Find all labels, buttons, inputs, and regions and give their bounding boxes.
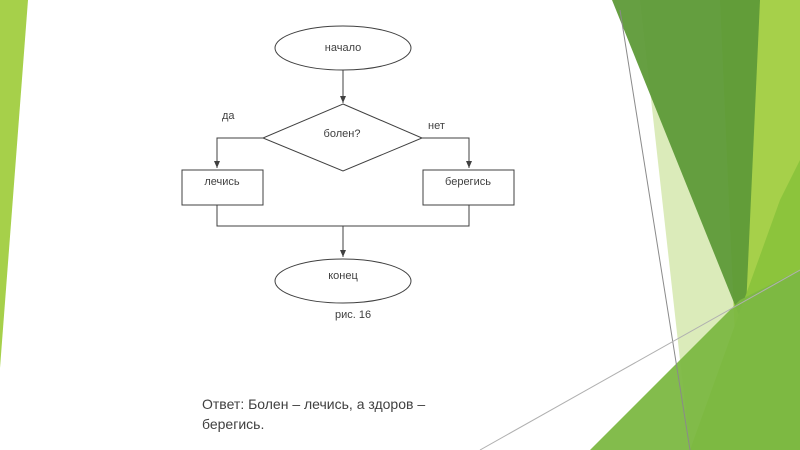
no-action-label: берегись: [445, 176, 491, 188]
yes-action-node: [181, 169, 264, 206]
right-bottom-decor: [590, 270, 800, 450]
right-dark-decor: [612, 0, 760, 330]
start-node-label: начало: [325, 42, 361, 54]
no-branch-label: нет: [428, 120, 445, 132]
figure-caption: рис. 16: [335, 309, 371, 321]
no-action-node: [422, 169, 515, 206]
decor-thin-line-2: [479, 269, 800, 450]
decision-node-label: болен?: [324, 128, 361, 140]
start-node: [274, 25, 412, 71]
decor-thin-line-1: [619, 9, 691, 450]
end-node: [274, 258, 412, 304]
answer-text: Ответ: Болен – лечись, а здоров – береги…: [202, 396, 426, 432]
yes-action-label: лечись: [204, 176, 240, 188]
end-node-label: конец: [328, 270, 358, 282]
decision-node: [261, 103, 424, 172]
yes-branch-label: да: [222, 110, 235, 122]
edge-yes-action-down: [216, 205, 470, 227]
edge-decision-yes: [214, 137, 263, 168]
left-green-decor: [0, 0, 28, 368]
edge-decision-no: [422, 137, 472, 168]
